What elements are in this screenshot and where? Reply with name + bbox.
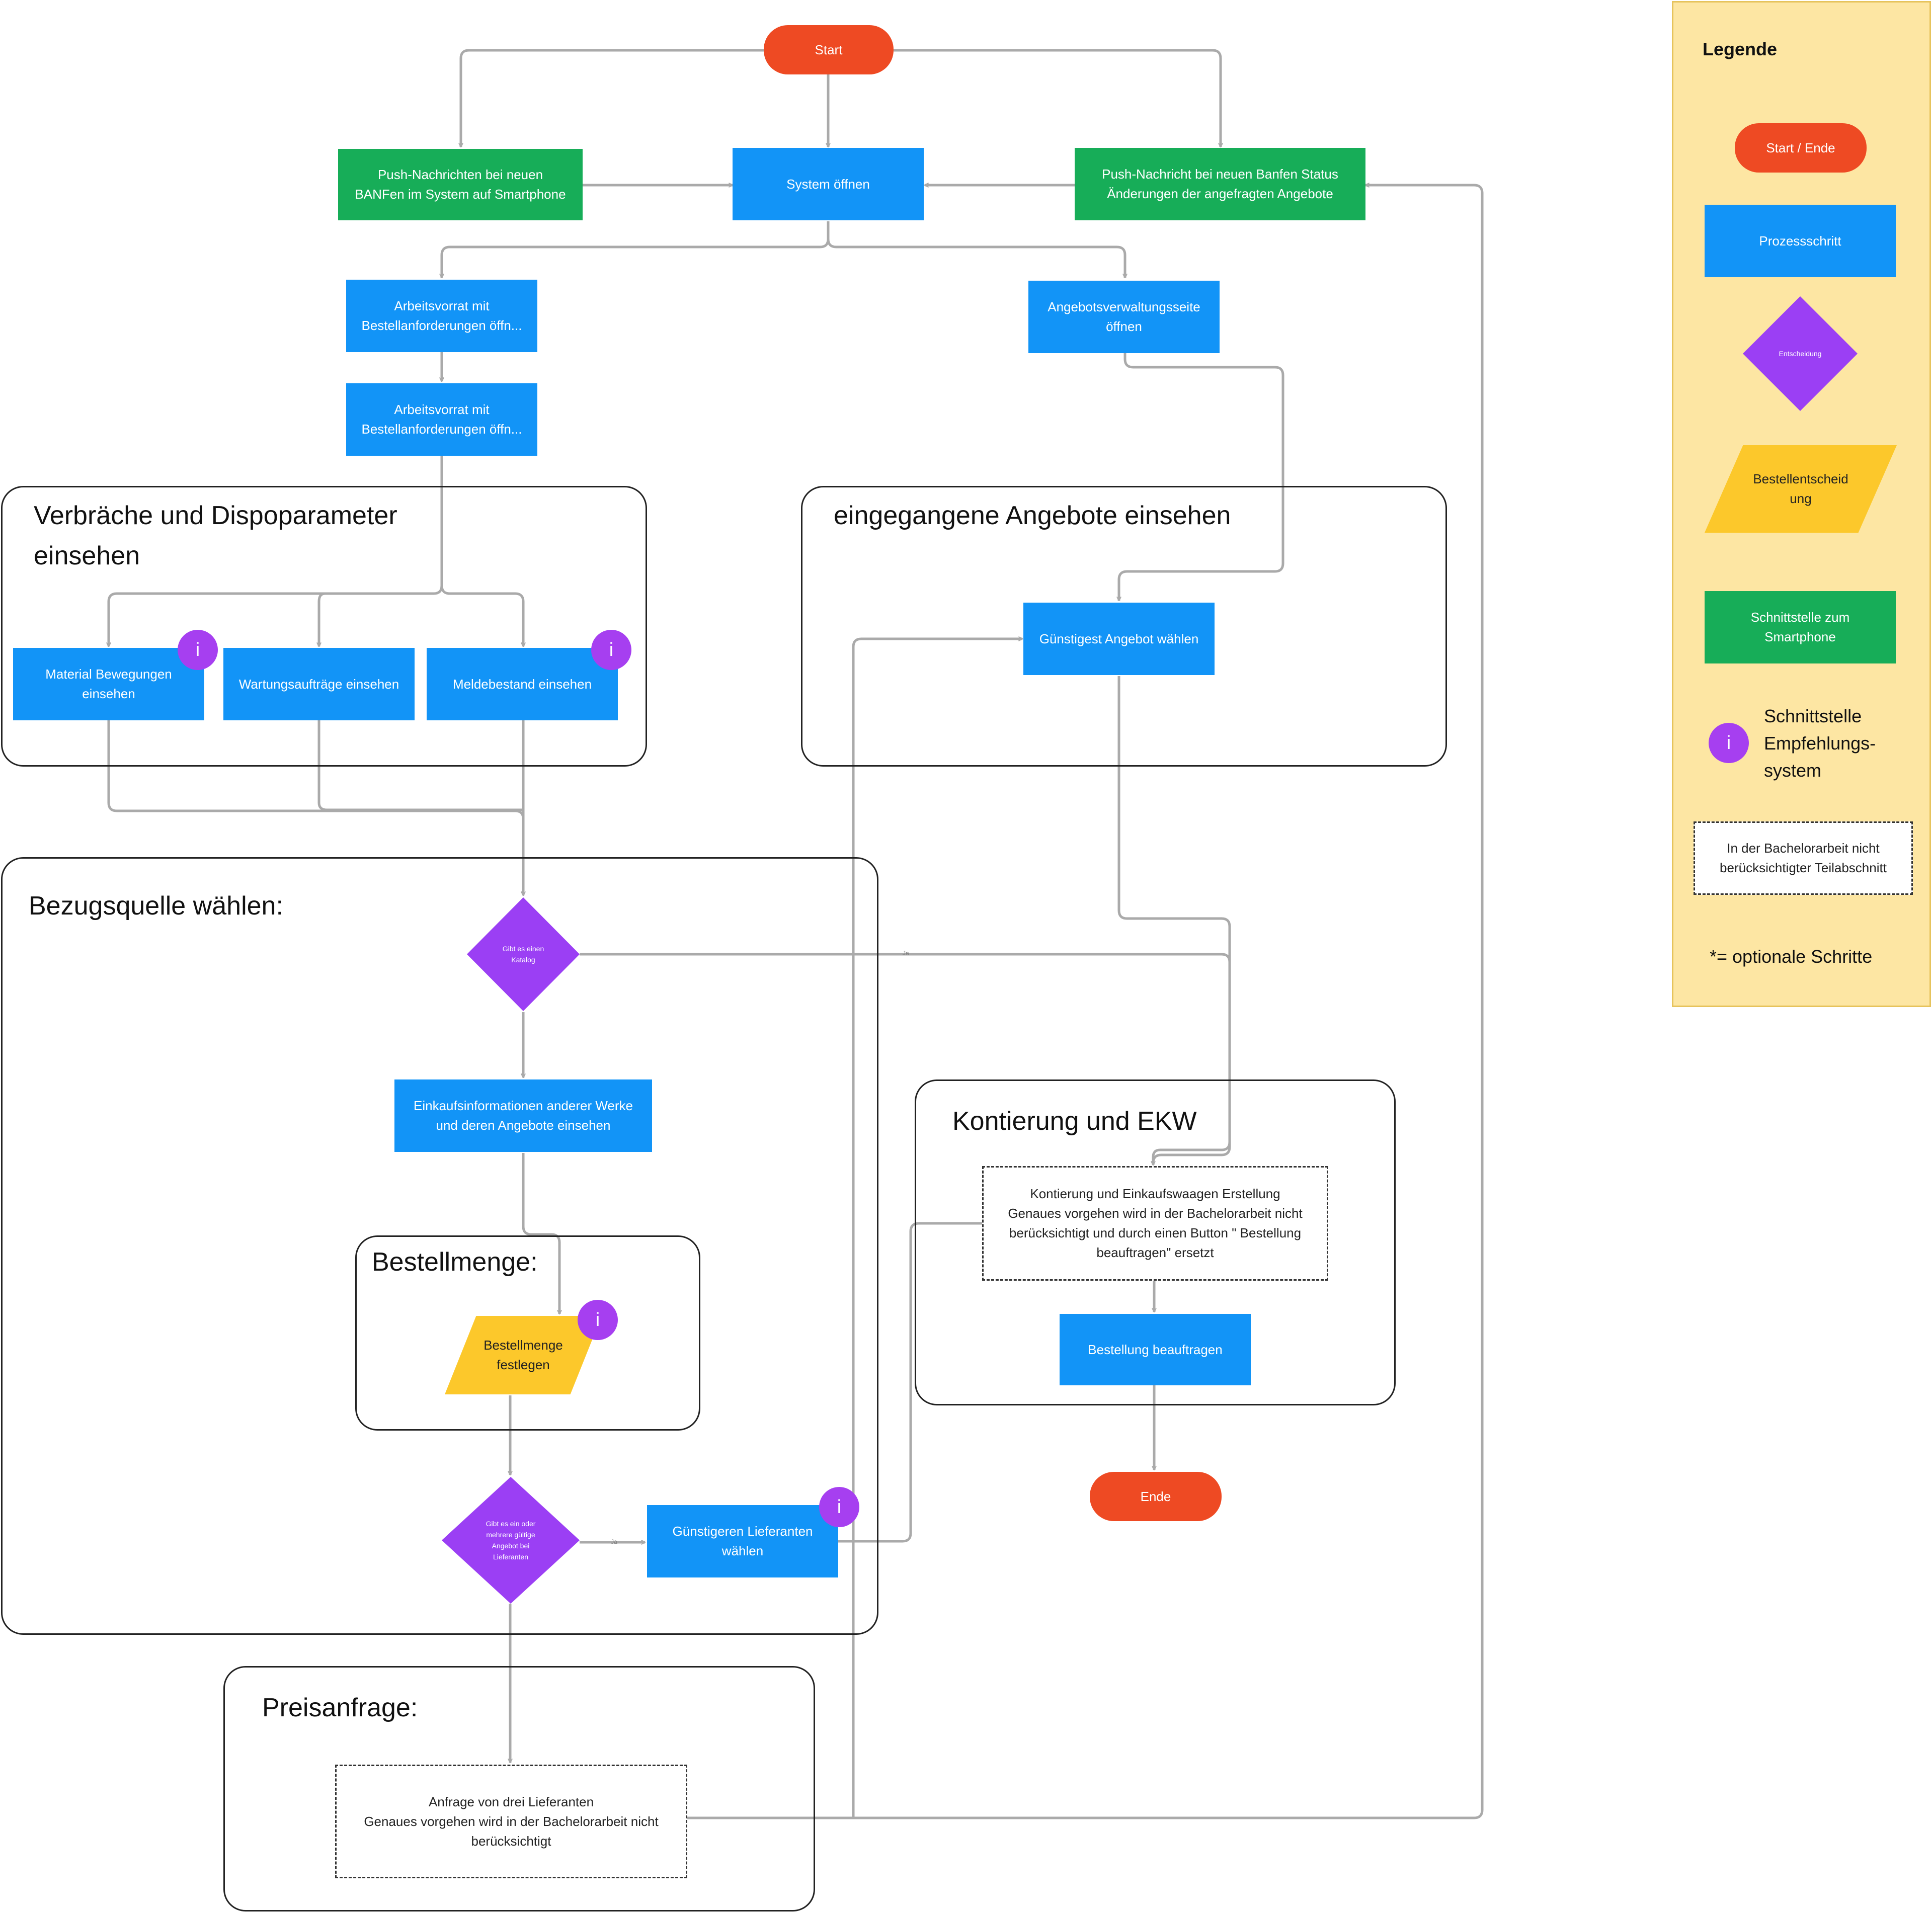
bestellmenge-label: Bestellmenge festlegen [484, 1338, 563, 1372]
legend-entscheidung-label: Entscheidung [1779, 350, 1822, 358]
start-terminal[interactable]: Start [764, 25, 894, 74]
angebot-yes-label: Ja [611, 1538, 617, 1545]
material-bewegungen-step[interactable]: Material Bewegungen einsehen [13, 648, 204, 720]
legend-info-icon: i [1709, 723, 1749, 763]
group-bestellmenge: Bestellmenge: [355, 1235, 700, 1431]
legend-bestellentscheidung-shape [1705, 445, 1897, 533]
legend-bestellentscheidung: Bestellentscheid ung [1705, 445, 1897, 533]
group-eingegangene-angebote: eingegangene Angebote einsehen [801, 486, 1447, 767]
angebot-decision-label: Gibt es ein oder mehrere gültige Angebot… [486, 1520, 536, 1561]
wartungsauftraege-step[interactable]: Wartungsaufträge einsehen [223, 648, 415, 720]
group-title-bezugsquelle: Bezugsquelle wählen: [29, 891, 283, 921]
ende-terminal[interactable]: Ende [1090, 1472, 1222, 1521]
arbeitsvorrat-step-1[interactable]: Arbeitsvorrat mit Bestellanforderungen ö… [346, 280, 537, 352]
group-kontierung-ekw: Kontierung und EKW [915, 1079, 1396, 1405]
legend-title: Legende [1703, 39, 1778, 59]
group-bezugsquelle: Bezugsquelle wählen: [1, 857, 878, 1635]
legend-schnittstelle-empfehlung: Schnittstelle Empfehlungs- system [1764, 706, 1876, 781]
legend-panel: Legende Start / Ende Prozessschritt Ents… [1672, 1, 1931, 1007]
katalog-decision[interactable]: Gibt es einen Katalog [467, 897, 580, 1011]
system-oeffnen-step[interactable]: System öffnen [733, 148, 924, 220]
anfrage-lieferanten-step[interactable]: Anfrage von drei Lieferanten Genaues vor… [335, 1765, 687, 1878]
group-title-verbraeche: Verbräche und Dispoparameter einsehen [34, 501, 397, 570]
info-icon[interactable]: i [819, 1487, 859, 1527]
push-banfen-step[interactable]: Push-Nachrichten bei neuen BANFen im Sys… [338, 149, 583, 220]
angebot-decision[interactable]: Gibt es ein oder mehrere gültige Angebot… [442, 1477, 580, 1604]
legend-start-ende: Start / Ende [1735, 123, 1867, 173]
guenstigeren-lieferanten-step[interactable]: Günstigeren Lieferanten wählen [647, 1505, 838, 1577]
group-title-bestellmenge: Bestellmenge: [372, 1247, 538, 1277]
bestellmenge-shape [445, 1316, 602, 1394]
group-title-preisanfrage: Preisanfrage: [262, 1693, 418, 1722]
info-icon[interactable]: i [591, 630, 631, 670]
legend-schnittstelle-smartphone: Schnittstelle zum Smartphone [1705, 591, 1896, 663]
arbeitsvorrat-step-2[interactable]: Arbeitsvorrat mit Bestellanforderungen ö… [346, 383, 537, 456]
meldebestand-step[interactable]: Meldebestand einsehen [427, 648, 618, 720]
bestellung-beauftragen-step[interactable]: Bestellung beauftragen [1060, 1314, 1251, 1385]
legend-bestellentscheidung-label: Bestellentscheid ung [1753, 471, 1848, 506]
legend-nicht-beruecksichtigt: In der Bachelorarbeit nicht berücksichti… [1694, 821, 1913, 895]
kontierung-step[interactable]: Kontierung und Einkaufswaagen Erstellung… [982, 1166, 1328, 1281]
legend-optionale-schritte: *= optionale Schritte [1710, 946, 1873, 967]
group-title-kontierung: Kontierung und EKW [952, 1107, 1197, 1136]
legend-entscheidung: Entscheidung [1743, 296, 1858, 411]
katalog-decision-label: Gibt es einen Katalog [502, 945, 544, 964]
push-status-step[interactable]: Push-Nachricht bei neuen Banfen Status Ä… [1075, 148, 1365, 220]
bestellmenge-festlegen[interactable]: Bestellmenge festlegen [445, 1316, 602, 1394]
katalog-yes-label: Ja [903, 950, 909, 957]
angebotsverwaltung-step[interactable]: Angebotsverwaltungsseite öffnen [1028, 281, 1220, 353]
guenstigstes-angebot-step[interactable]: Günstigest Angebot wählen [1023, 603, 1215, 675]
group-preisanfrage: Preisanfrage: [223, 1666, 815, 1911]
legend-prozessschritt: Prozessschritt [1705, 205, 1896, 277]
group-title-eingegangene: eingegangene Angebote einsehen [834, 501, 1231, 530]
info-icon[interactable]: i [578, 1300, 618, 1340]
group-verbraeche: Verbräche und Dispoparameter einsehen [1, 486, 647, 767]
info-icon[interactable]: i [178, 630, 218, 670]
einkaufsinformationen-step[interactable]: Einkaufsinformationen anderer Werke und … [394, 1079, 652, 1152]
